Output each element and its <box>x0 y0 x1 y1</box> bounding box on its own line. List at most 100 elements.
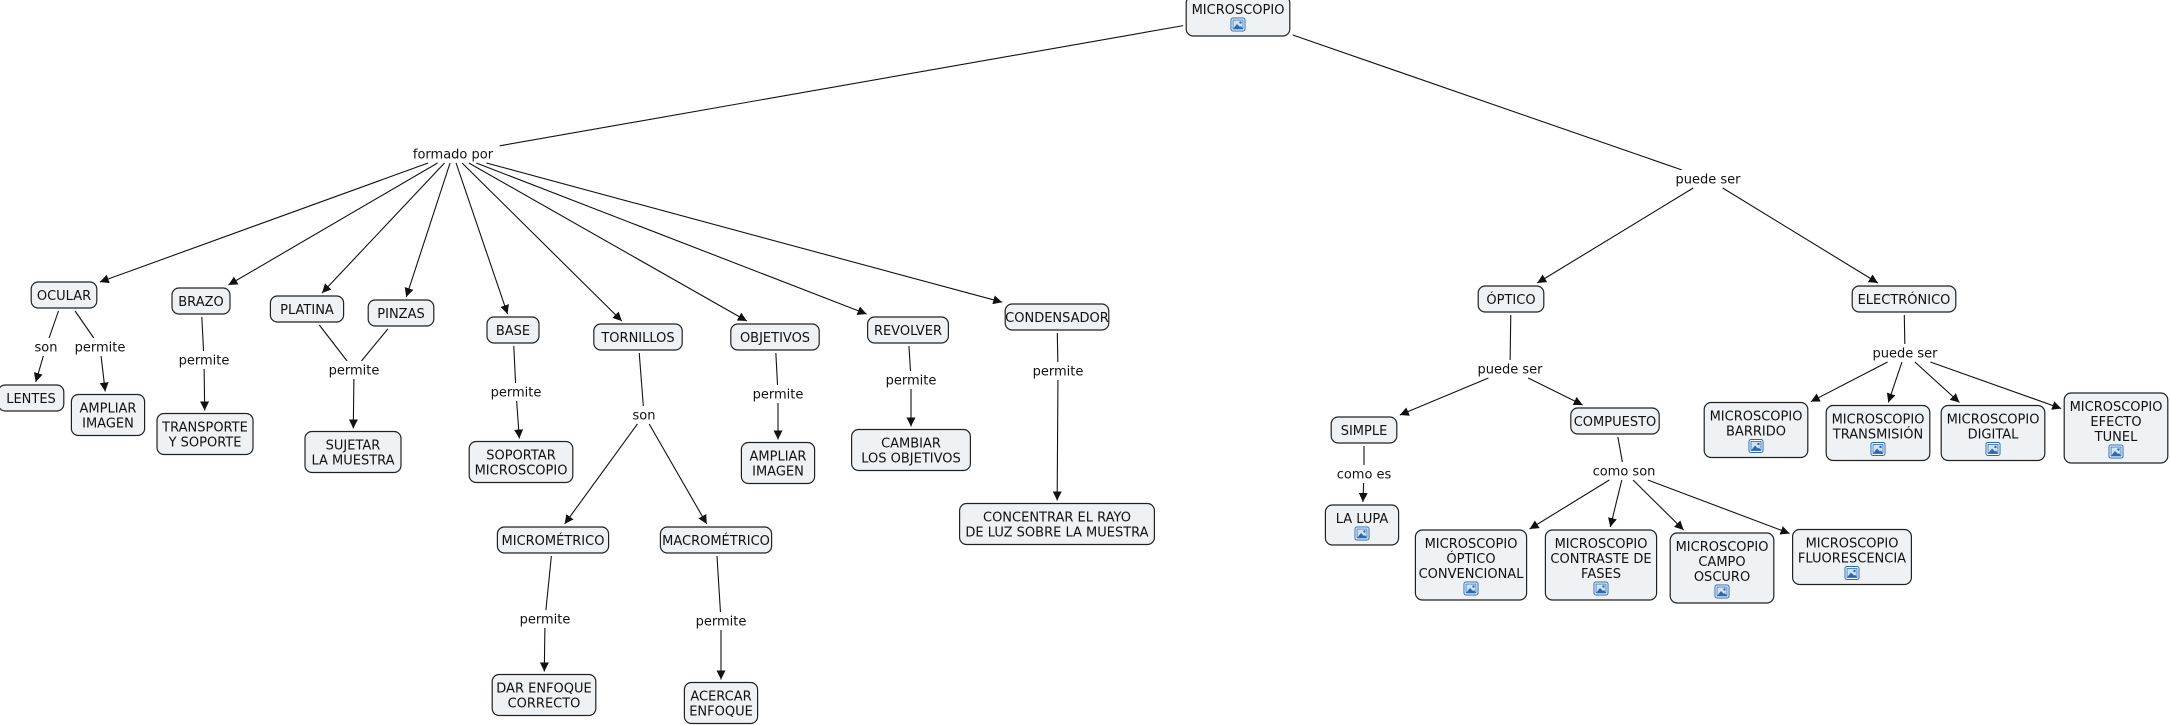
concept-node-base[interactable]: BASE <box>486 316 540 344</box>
connector-puede-ser-top-to-optico <box>1536 187 1694 284</box>
image-icon[interactable] <box>1463 581 1479 596</box>
link-label-background <box>880 371 942 388</box>
link-label-puede-ser-top: puede ser <box>1669 170 1747 188</box>
link-label-text: permite <box>329 364 380 379</box>
link-label-permite-condensador: permite <box>1027 362 1089 380</box>
link-label-background <box>173 351 235 368</box>
connector-formado-por-to-platina <box>321 162 445 294</box>
concept-node-box <box>1544 529 1658 601</box>
concept-node-tornillos[interactable]: TORNILLOS <box>593 323 683 351</box>
concept-node-text-line: MICROSCOPIO <box>1947 413 2040 428</box>
concept-node-text-line: BRAZO <box>178 295 223 310</box>
concept-node-optico[interactable]: ÓPTICO <box>1477 285 1545 313</box>
connector-permite-brazo-to-transporte <box>200 368 210 411</box>
connector-puede-ser-electronico-to-me-digital <box>1914 361 1960 403</box>
link-label-formado-por: formado por <box>407 145 499 163</box>
concept-node-macrometrico[interactable]: MACROMÉTRICO <box>659 526 773 554</box>
concept-node-box <box>30 281 98 309</box>
connector-formado-por-to-tornillos <box>461 162 623 322</box>
concept-node-text-line: CAMBIAR <box>881 437 941 452</box>
concept-node-micrometrico[interactable]: MICROMÉTRICO <box>496 526 610 554</box>
concept-node-box <box>304 430 402 474</box>
concept-node-brazo[interactable]: BRAZO <box>171 287 231 315</box>
concept-node-pinzas[interactable]: PINZAS <box>367 299 435 327</box>
connector-formado-por-to-base <box>455 162 509 315</box>
link-label-permite-revolver: permite <box>880 371 942 389</box>
concept-node-text-line: MICROSCOPIO <box>1710 410 1803 425</box>
image-icon[interactable] <box>1230 17 1246 32</box>
concept-node-box <box>1825 404 1931 462</box>
image-icon[interactable] <box>1354 526 1370 541</box>
link-label-son-tornillos: son <box>628 406 660 424</box>
concept-node-objetivos[interactable]: OBJETIVOS <box>730 323 820 351</box>
image-icon[interactable] <box>1870 442 1886 456</box>
image-icon[interactable] <box>1593 581 1609 596</box>
connector-micrometrico-to-permite-micro <box>545 555 552 611</box>
image-icon[interactable] <box>1714 584 1730 599</box>
connector-ocular-to-permite-ocular <box>74 310 95 339</box>
concept-node-revolver[interactable]: REVOLVER <box>866 316 949 344</box>
concept-node-compuesto[interactable]: COMPUESTO <box>1570 407 1660 435</box>
concept-node-lupa[interactable]: LA LUPA <box>1324 504 1400 546</box>
concept-node-text-line: Y SOPORTE <box>168 436 242 451</box>
connector-puede-ser-optico-to-compuesto <box>1527 377 1583 406</box>
concept-node-text-line: OCULAR <box>37 289 91 304</box>
link-label-text: puede ser <box>1676 173 1742 188</box>
image-icon[interactable] <box>1748 439 1764 453</box>
concept-node-box <box>1669 532 1775 604</box>
connector-optico-to-puede-ser-optico <box>1509 314 1512 361</box>
image-icon[interactable] <box>2108 444 2124 459</box>
concept-node-text-line: IMAGEN <box>82 417 134 432</box>
concept-node-box <box>1324 504 1400 546</box>
concept-node-platina[interactable]: PLATINA <box>269 295 345 323</box>
connector-electronico-to-puede-ser-electronico <box>1903 314 1906 345</box>
concept-node-text-line: FLUORESCENCIA <box>1798 552 1906 567</box>
concept-node-text-line: TRANSPORTE <box>161 421 248 436</box>
concept-node-text-line: MICROSCOPIO <box>1832 413 1925 428</box>
image-icon[interactable] <box>1985 442 2001 456</box>
connector-platina-to-permite-platina <box>318 324 348 362</box>
link-label-background <box>747 385 809 402</box>
concept-node-text-line: CAMPO <box>1698 555 1745 570</box>
concept-node-lentes[interactable]: LENTES <box>0 384 65 412</box>
concept-node-electronico[interactable]: ELECTRÓNICO <box>1851 285 1957 313</box>
link-label-puede-ser-electronico: puede ser <box>1866 344 1944 362</box>
link-label-son-ocular: son <box>30 338 62 356</box>
link-label-permite-platina: permite <box>323 361 385 379</box>
connector-permite-condensador-to-concentrar <box>1052 379 1062 501</box>
concept-node-ocular[interactable]: OCULAR <box>30 281 98 309</box>
concept-node-text-line: ÓPTICO <box>1446 551 1495 567</box>
concept-node-text-line: CONDENSADOR <box>1005 311 1109 326</box>
link-label-text: permite <box>179 354 230 369</box>
concept-node-condensador[interactable]: CONDENSADOR <box>1004 303 1110 331</box>
concept-node-text-line: DE LUZ SOBRE LA MUESTRA <box>965 526 1148 541</box>
concept-node-microscopio[interactable]: MICROSCOPIO <box>1185 0 1291 37</box>
concept-node-box <box>683 681 759 725</box>
connector-microscopio-to-puede-ser-top <box>1292 34 1683 171</box>
concept-node-simple[interactable]: SIMPLE <box>1330 416 1398 444</box>
image-icon[interactable] <box>1844 566 1860 580</box>
link-label-background <box>1669 170 1747 187</box>
connector-permite-micro-to-dar-enfoque <box>539 627 549 672</box>
connector-objetivos-to-permite-objetivos <box>775 352 779 386</box>
link-label-text: son <box>633 409 656 424</box>
link-labels-layer: formado por puede ser son permite permite per… <box>30 145 1944 630</box>
concept-node-text-line: SIMPLE <box>1341 424 1388 439</box>
